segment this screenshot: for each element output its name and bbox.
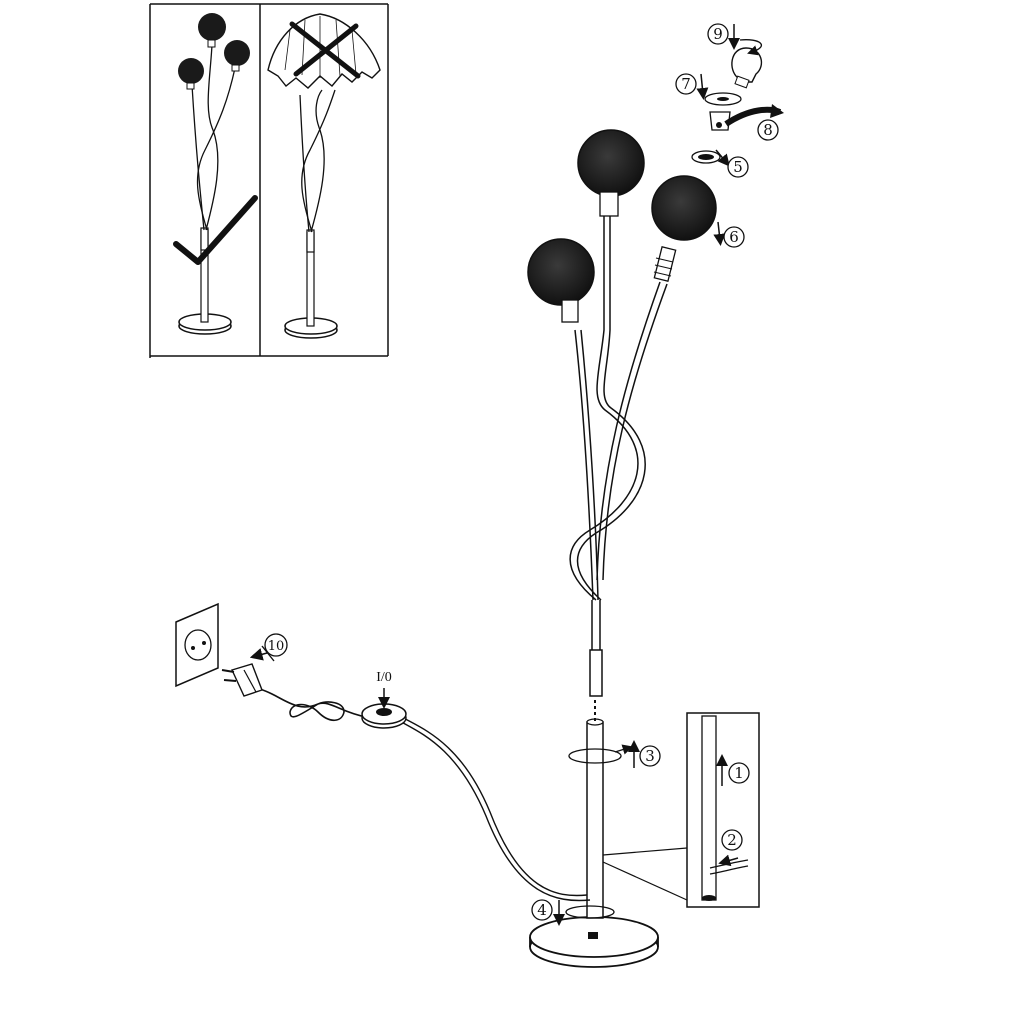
step-1-group: 1 — [716, 754, 750, 786]
lamp-arms — [569, 215, 668, 601]
check-mark-icon — [173, 195, 258, 265]
step-6-label: 6 — [729, 228, 739, 246]
step-1-label: 1 — [734, 764, 744, 782]
foot-switch-icon: I/0 — [361, 670, 407, 729]
wrong-lamp-mini — [267, 13, 381, 339]
light-bulb-icon — [731, 47, 763, 89]
lamp-pole-upper — [589, 600, 603, 697]
step-3-label: 3 — [645, 747, 655, 765]
step-5-label: 5 — [733, 158, 743, 176]
inset-panel — [149, 3, 389, 358]
step-6-group: 6 — [713, 221, 745, 248]
step-8-group: 8 — [724, 104, 784, 141]
step-10-group: 10 — [249, 633, 288, 662]
step-7-label: 7 — [681, 75, 691, 93]
step-7-group: 7 — [675, 73, 709, 100]
globe-left — [527, 238, 595, 323]
step-5-group: 5 — [715, 149, 749, 178]
step-3-group: 3 — [568, 740, 661, 768]
wall-socket-icon — [175, 602, 219, 688]
correct-lamp-mini — [178, 13, 250, 335]
lamp-base — [529, 916, 659, 968]
globe-top — [577, 129, 645, 217]
ring-nut-part — [691, 150, 721, 164]
bulb-holder-part — [704, 92, 742, 131]
cross-mark-icon — [289, 21, 361, 79]
step-2-label: 2 — [727, 831, 737, 849]
lamp-socket-right — [653, 245, 677, 283]
detail-inset — [602, 712, 760, 908]
power-cable — [247, 683, 591, 902]
step-10-label: 10 — [268, 639, 285, 654]
lamp-pole-lower — [586, 700, 604, 919]
step-9-label: 9 — [713, 25, 723, 43]
globe-right — [651, 175, 717, 241]
step-2-group: 2 — [718, 829, 743, 867]
switch-label: I/0 — [376, 670, 392, 685]
step-4-label: 4 — [537, 901, 547, 919]
step-9-group: 9 — [707, 23, 763, 56]
plug-icon — [221, 663, 263, 697]
step-4-group: 4 — [531, 899, 615, 926]
step-8-label: 8 — [763, 121, 773, 139]
